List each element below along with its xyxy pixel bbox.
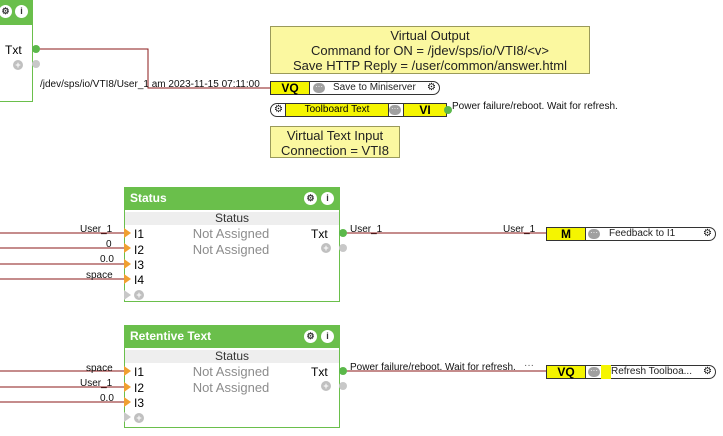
more-icon[interactable]: ··· bbox=[588, 366, 600, 377]
input-label-i3: I3 bbox=[134, 258, 145, 272]
connector-tag: VI bbox=[403, 103, 447, 117]
input-pin-empty[interactable] bbox=[124, 290, 131, 300]
note-virtual-text-input[interactable]: Virtual Text Input Connection = VTI8 bbox=[270, 126, 400, 158]
more-icon[interactable]: ··· bbox=[588, 228, 600, 239]
gear-icon[interactable]: ⚙ bbox=[427, 82, 436, 93]
connector-tag: M bbox=[546, 227, 586, 241]
info-icon[interactable]: i bbox=[15, 5, 28, 18]
gear-icon[interactable]: ⚙ bbox=[274, 104, 283, 115]
plus-icon[interactable]: + bbox=[134, 290, 144, 300]
output-pin-toolboard[interactable] bbox=[444, 106, 452, 114]
tag-highlight bbox=[601, 365, 611, 379]
output-pin-txt[interactable] bbox=[32, 45, 40, 53]
more-icon[interactable]: ··· bbox=[389, 104, 401, 115]
output-pin-txt[interactable] bbox=[339, 367, 347, 375]
gear-icon[interactable]: ⚙ bbox=[304, 192, 317, 205]
connector-tag: VQ bbox=[270, 81, 310, 95]
connector-label: Save to Miniserver bbox=[333, 82, 416, 93]
connector-refresh-toolboard[interactable]: VQ ··· Refresh Toolboa... ⚙ bbox=[546, 365, 716, 379]
connector-label: Refresh Toolboa... bbox=[611, 366, 692, 377]
info-icon[interactable]: i bbox=[321, 192, 334, 205]
output-pin-txt[interactable] bbox=[339, 229, 347, 237]
connector-label: Toolboard Text bbox=[285, 103, 389, 117]
wire-label-power: Power failure/reboot. Wait for refresh. bbox=[452, 101, 618, 112]
wire-label-status-out-end: User_1 bbox=[503, 224, 536, 235]
retentive-text-block[interactable]: Retentive Text ⚙ i Status I1 I2 I3 + Not… bbox=[124, 325, 340, 428]
input-pin-empty[interactable] bbox=[124, 412, 131, 422]
note-line: Virtual Output bbox=[390, 28, 470, 43]
more-icon: ··· bbox=[524, 360, 534, 371]
wire-label-ret-out: Power failure/reboot. Wait for refresh. bbox=[350, 362, 516, 373]
plus-icon[interactable]: + bbox=[134, 413, 144, 423]
output-label-txt: Txt bbox=[311, 227, 328, 241]
input-label-i3: I3 bbox=[134, 396, 145, 410]
input-pin-i3[interactable] bbox=[124, 397, 131, 407]
block-title: Status bbox=[130, 191, 167, 205]
param-value: Not Assigned bbox=[192, 242, 270, 257]
output-pin-empty[interactable] bbox=[339, 244, 347, 252]
note-line: Virtual Text Input bbox=[286, 128, 384, 143]
connector-feedback-to-i1[interactable]: M ··· Feedback to I1 ⚙ bbox=[546, 227, 716, 241]
wire-label-status-i2: 0 bbox=[106, 239, 112, 250]
wire-label-ret-i2: User_1 bbox=[80, 378, 113, 389]
input-pin-i1[interactable] bbox=[124, 228, 131, 238]
output-pin-empty[interactable] bbox=[339, 382, 347, 390]
param-value: Not Assigned bbox=[192, 226, 270, 241]
input-pin-i3[interactable] bbox=[124, 259, 131, 269]
plus-icon[interactable]: + bbox=[13, 60, 23, 70]
input-label-i2: I2 bbox=[134, 381, 145, 395]
connector-label: Feedback to I1 bbox=[609, 228, 676, 239]
wire-label-status-i1: User_1 bbox=[80, 224, 113, 235]
input-label-i1: I1 bbox=[134, 227, 145, 241]
input-label-i2: I2 bbox=[134, 243, 145, 257]
plus-icon[interactable]: + bbox=[321, 243, 331, 253]
block-title: Retentive Text bbox=[130, 329, 212, 343]
block-subtitle: Status bbox=[125, 350, 339, 363]
wire-label-ret-i3: 0.0 bbox=[100, 393, 114, 404]
plus-icon[interactable]: + bbox=[321, 381, 331, 391]
note-line: Save HTTP Reply = /user/common/answer.ht… bbox=[293, 58, 567, 73]
output-label-txt: Txt bbox=[311, 365, 328, 379]
gear-icon[interactable]: ⚙ bbox=[703, 228, 712, 239]
input-pin-i1[interactable] bbox=[124, 366, 131, 376]
block-header[interactable] bbox=[125, 188, 339, 210]
wire-label-status-i4: space bbox=[86, 270, 113, 281]
input-pin-i2[interactable] bbox=[124, 243, 131, 253]
connector-toolboard-text[interactable]: ⚙ Toolboard Text ··· VI bbox=[270, 103, 447, 117]
block-header[interactable] bbox=[125, 326, 339, 348]
gear-icon[interactable]: ⚙ bbox=[703, 366, 712, 377]
input-label-i4: I4 bbox=[134, 273, 145, 287]
note-virtual-output[interactable]: Virtual Output Command for ON = /jdev/sp… bbox=[270, 26, 590, 74]
input-label-i1: I1 bbox=[134, 365, 145, 379]
info-icon[interactable]: i bbox=[321, 330, 334, 343]
note-line: Command for ON = /jdev/sps/io/VTI8/<v> bbox=[310, 43, 550, 58]
connector-save-to-miniserver[interactable]: VQ ··· Save to Miniserver ⚙ bbox=[270, 81, 440, 95]
input-pin-i2[interactable] bbox=[124, 382, 131, 392]
block-subtitle: Status bbox=[125, 212, 339, 225]
wire-label-status-i3: 0.0 bbox=[100, 254, 114, 265]
more-icon[interactable]: ··· bbox=[313, 82, 325, 93]
top-text-block[interactable]: ⚙ i Txt + bbox=[0, 0, 33, 102]
param-value: Not Assigned bbox=[192, 380, 270, 395]
wire-label-ret-i1: space bbox=[86, 363, 113, 374]
status-block[interactable]: Status ⚙ i Status I1 I2 I3 I4 + Not Assi… bbox=[124, 187, 340, 302]
wire-top-txt-to-save bbox=[37, 48, 270, 89]
wire-label-status-out: User_1 bbox=[350, 224, 383, 235]
param-value: Not Assigned bbox=[192, 364, 270, 379]
wire-label-top-cmd: /jdev/sps/io/VTI8/User_1 am 2023-11-15 0… bbox=[40, 79, 260, 90]
connector-tag: VQ bbox=[546, 365, 586, 379]
output-pin-empty[interactable] bbox=[32, 60, 40, 68]
input-pin-i4[interactable] bbox=[124, 274, 131, 284]
output-label-txt: Txt bbox=[5, 43, 22, 57]
gear-icon[interactable]: ⚙ bbox=[0, 5, 12, 18]
note-line: Connection = VTI8 bbox=[280, 143, 390, 158]
gear-icon[interactable]: ⚙ bbox=[304, 330, 317, 343]
